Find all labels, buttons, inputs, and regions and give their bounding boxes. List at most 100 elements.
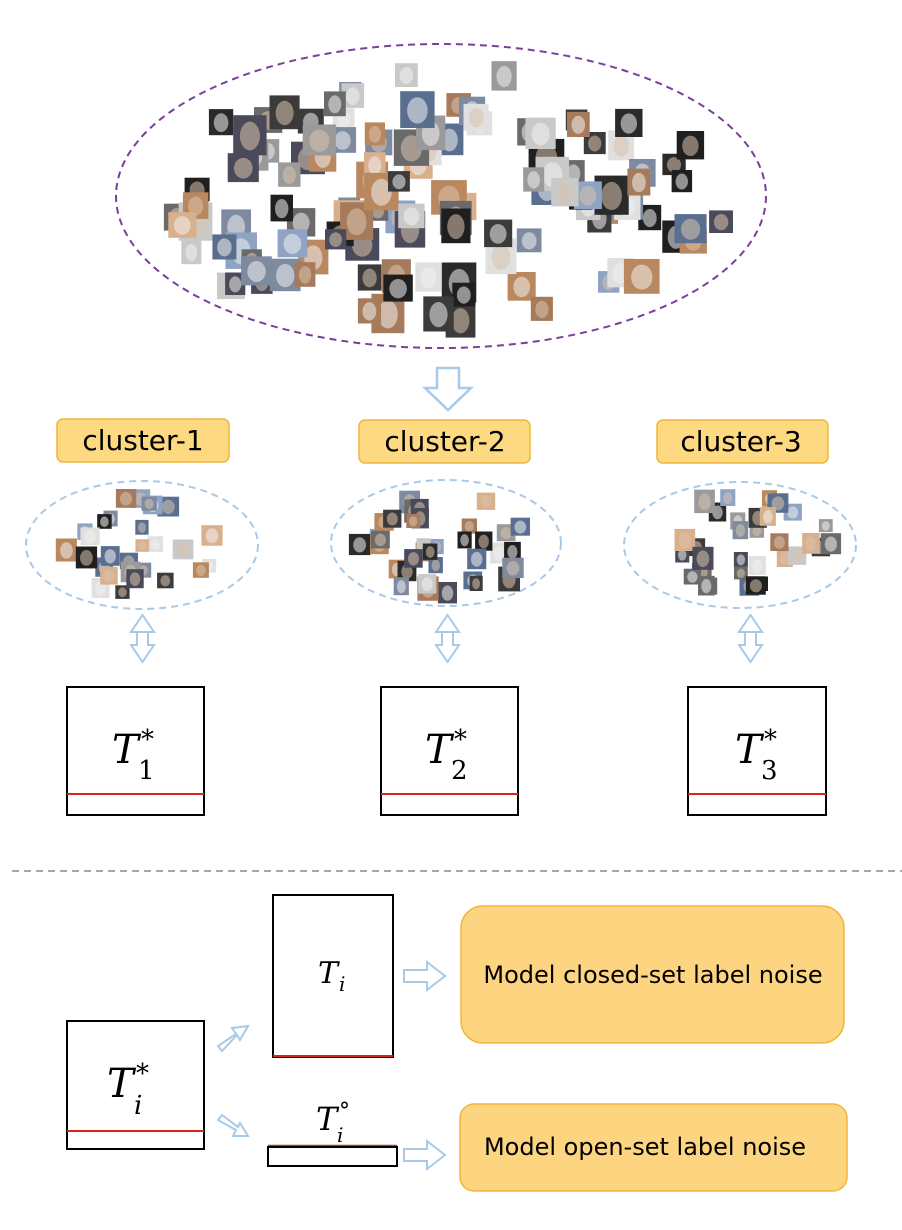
svg-text:°: ° [339, 1099, 350, 1124]
face-thumbnail-head [464, 520, 474, 532]
face-thumbnail-head [556, 182, 574, 203]
cluster-3-label-box [656, 419, 829, 464]
face-thumbnail-head [188, 196, 204, 216]
face-thumbnail-head [613, 135, 629, 157]
face-thumbnail-head [521, 232, 537, 250]
cluster-3-group: cluster-3 T * 3 [623, 419, 857, 816]
face-thumbnail-head [283, 233, 302, 254]
face-thumbnail-head [752, 526, 762, 537]
face-thumbnail-head [696, 550, 710, 568]
face-thumbnail-head [368, 156, 382, 175]
face-thumbnail-head [346, 87, 360, 105]
face-thumbnail-head [472, 578, 480, 590]
face-thumbnail-head [735, 524, 746, 537]
open-set-matrix-label: T ° i [316, 1099, 350, 1147]
face-thumbnail-head [431, 559, 441, 572]
face-thumbnail-head [160, 575, 171, 587]
face-thumbnail-head [407, 97, 428, 124]
cluster-2-label: cluster-2 [384, 425, 505, 458]
svg-text:T: T [735, 727, 765, 773]
face-thumbnail-head [507, 545, 518, 559]
face-thumbnail-head [698, 493, 711, 511]
face-thumbnail-head [632, 172, 646, 193]
arrow-down-right-icon [216, 1113, 250, 1137]
face-thumbnail-head [824, 536, 838, 552]
face-thumbnail-head [396, 580, 406, 594]
face-thumbnail-head [493, 545, 505, 562]
face-thumbnail-head [682, 135, 699, 156]
face-thumbnail-head [403, 207, 420, 226]
face-thumbnail-head [514, 520, 527, 534]
face-thumbnail-head [471, 551, 483, 567]
face-thumbnail-head [805, 536, 817, 552]
face-thumbnail-head [196, 564, 206, 577]
face-thumbnail-head [460, 534, 469, 547]
face-thumbnail-head [282, 166, 296, 184]
closed-set-matrix-box [272, 894, 394, 1058]
cluster-3-label: cluster-3 [680, 425, 801, 458]
matrix-1-label: T * 1 [112, 725, 155, 786]
svg-text:*: * [764, 725, 777, 755]
cluster-2-thumbnails [348, 490, 530, 604]
face-thumbnail-head [386, 512, 398, 526]
face-thumbnail-head [309, 129, 330, 152]
face-thumbnail-head [213, 113, 229, 133]
face-thumbnail-head [399, 67, 414, 85]
matrix-3-label: T * 3 [735, 725, 778, 786]
face-thumbnail-head [408, 552, 419, 566]
face-thumbnail-head [478, 534, 489, 549]
face-thumbnail-head [687, 571, 698, 583]
closed-set-matrix-label: T i [318, 956, 345, 996]
face-thumbnail-head [368, 126, 381, 143]
face-thumbnail-head [138, 541, 147, 551]
face-thumbnail-head [642, 209, 657, 228]
face-thumbnail-head [104, 549, 116, 564]
svg-text:*: * [141, 725, 154, 755]
cluster-3-ellipse [623, 481, 857, 609]
face-thumbnail-head [334, 131, 351, 150]
face-pool [115, 43, 767, 349]
face-thumbnail-head [144, 498, 154, 509]
source-matrix-label: T * i [107, 1059, 149, 1121]
face-thumbnail-head [780, 552, 790, 565]
face-thumbnail-head [513, 276, 531, 298]
face-thumbnail-head [176, 542, 190, 557]
face-thumbnail-head [185, 243, 198, 262]
open-set-matrix-box [267, 1146, 398, 1167]
face-thumbnail-head [95, 581, 106, 596]
face-thumbnail-head [420, 267, 437, 289]
face-thumbnail-head [119, 492, 133, 506]
face-thumbnail-head [346, 208, 367, 236]
face-thumbnail-head [409, 516, 418, 527]
face-thumbnail-head [506, 561, 520, 576]
face-thumbnail-head [441, 585, 454, 601]
face-thumbnail-head [681, 218, 701, 240]
svg-text:T: T [107, 1061, 137, 1107]
face-thumbnail-head [678, 532, 692, 549]
face-thumbnail-head [763, 510, 773, 524]
svg-text:T: T [316, 1100, 340, 1138]
down-arrow-icon [421, 366, 475, 412]
face-thumbnail-head [103, 569, 115, 583]
svg-text:2: 2 [451, 756, 468, 786]
face-thumbnail-head [378, 300, 398, 329]
face-thumbnail-head [392, 174, 406, 190]
face-thumbnail-head [787, 506, 799, 519]
svg-text:*: * [136, 1059, 149, 1089]
closed-set-model-box [460, 905, 845, 1044]
face-thumbnail-head [362, 302, 377, 321]
face-thumbnail-head [821, 521, 830, 531]
face-thumbnail-head [329, 232, 342, 247]
face-thumbnail-head [496, 65, 512, 88]
face-thumbnail-head [60, 542, 73, 559]
face-thumbnail-head [150, 538, 160, 551]
face-thumbnail-head [713, 214, 729, 231]
matrix-2-label: T * 2 [425, 725, 468, 786]
face-thumbnail-head [217, 238, 232, 257]
cluster-2-label-box [358, 419, 531, 464]
face-thumbnail-head [173, 216, 191, 235]
svg-text:T: T [425, 727, 455, 773]
cluster-1-updown-arrow-icon [129, 613, 156, 664]
face-thumbnail-head [84, 530, 96, 544]
